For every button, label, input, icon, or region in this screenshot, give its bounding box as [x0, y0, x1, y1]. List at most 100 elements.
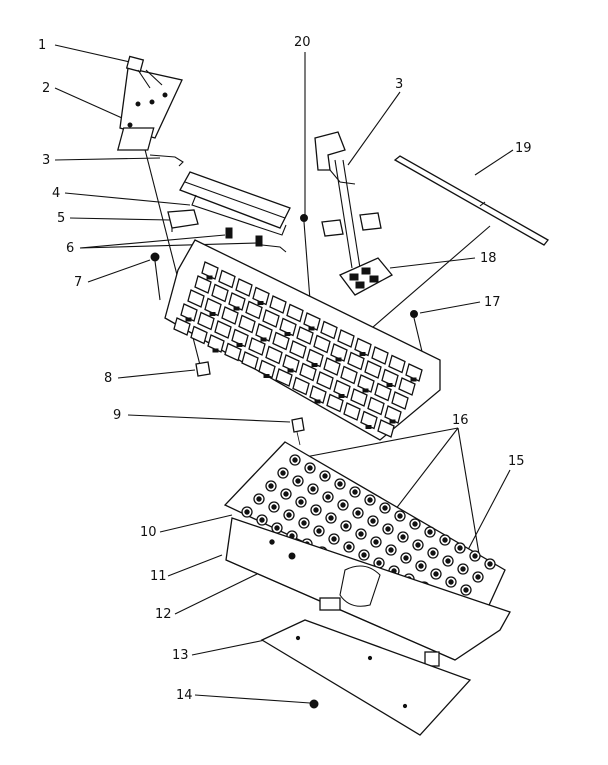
- screw-7: [150, 252, 161, 301]
- keycap: [303, 312, 321, 331]
- keycap: [398, 377, 416, 396]
- callout-15: 15: [508, 454, 525, 469]
- keycap-shadow: [314, 399, 321, 404]
- rubber-dome-center: [322, 473, 328, 479]
- rubber-dome-center: [268, 483, 274, 489]
- rubber-dome-center: [442, 537, 448, 543]
- keycap-shadow: [233, 306, 240, 311]
- keycap: [279, 317, 297, 337]
- keycap: [299, 362, 317, 382]
- keycap: [364, 360, 382, 379]
- keycap: [354, 337, 372, 357]
- base-tray: [225, 517, 511, 667]
- rubber-dome-center: [337, 481, 343, 487]
- callout-2: 2: [42, 81, 50, 96]
- keycap: [330, 343, 348, 362]
- keycap-shadow: [308, 326, 315, 331]
- rubber-dome-center: [403, 555, 409, 561]
- callout-12: 12: [155, 607, 172, 622]
- keycap: [296, 326, 314, 345]
- keycap: [187, 289, 205, 308]
- rubber-dome-center: [472, 553, 478, 559]
- callout-3-right: 3: [395, 77, 403, 92]
- callout-8: 8: [104, 371, 112, 386]
- keycap: [292, 376, 310, 396]
- callout-labels: 1 2 3 3 4 5 6 7 8 9 10 11 12 13 14 15 16…: [38, 35, 532, 703]
- rubber-dome-center: [271, 504, 277, 510]
- rubber-dome-center: [340, 502, 346, 508]
- right-keycaps: [314, 131, 382, 269]
- callout-1: 1: [38, 38, 46, 53]
- keycap: [241, 351, 259, 370]
- keycap-shadow: [236, 343, 243, 347]
- keycap: [235, 278, 253, 297]
- callout-10: 10: [140, 525, 157, 540]
- rubber-dome-center: [325, 494, 331, 500]
- rubber-dome-center: [328, 515, 334, 521]
- keycap: [248, 337, 266, 356]
- keycap: [320, 320, 338, 340]
- keycap-shadow: [257, 301, 264, 305]
- rubber-dome-center: [415, 542, 421, 548]
- keycap: [340, 365, 358, 385]
- callout-16: 16: [452, 413, 469, 428]
- keycap: [323, 357, 341, 376]
- keycap: [194, 275, 212, 294]
- rubber-dome-center: [358, 531, 364, 537]
- keycap-shadow: [359, 352, 366, 356]
- keycap: [238, 314, 256, 334]
- rubber-dome-center: [460, 566, 466, 572]
- keycap-grid: [173, 261, 423, 438]
- keycap-shadow: [365, 425, 372, 429]
- callout-14: 14: [176, 688, 193, 703]
- keycap: [286, 303, 304, 323]
- rubber-dome-center: [331, 536, 337, 542]
- rubber-dome-center: [487, 561, 493, 567]
- clip-9: [291, 417, 305, 446]
- callout-18: 18: [480, 251, 497, 266]
- rubber-dome-center: [361, 552, 367, 558]
- rubber-dome-center: [400, 534, 406, 540]
- keycap: [384, 405, 402, 424]
- keycap: [360, 410, 378, 430]
- switch-block: [338, 257, 394, 296]
- keycap-shadow: [287, 368, 294, 373]
- rubber-dome-center: [376, 560, 382, 566]
- screw-20: [300, 214, 311, 301]
- rubber-dome-center: [310, 486, 316, 492]
- rubber-dome-center: [367, 497, 373, 503]
- keycap: [371, 346, 389, 365]
- rubber-dome-center: [448, 579, 454, 585]
- keycap-shadow: [362, 388, 369, 393]
- keycap: [262, 309, 280, 328]
- keycap: [357, 374, 375, 393]
- keycap: [190, 325, 208, 345]
- keycap: [282, 354, 300, 373]
- rubber-dome-center: [397, 513, 403, 519]
- keycap: [214, 320, 232, 339]
- keycap: [231, 328, 249, 348]
- keycap-shadow: [206, 275, 213, 280]
- keycap: [333, 379, 351, 399]
- rubber-dome-center: [382, 505, 388, 511]
- keycap: [313, 334, 331, 354]
- keycap: [201, 261, 219, 280]
- bottom-plate: [260, 619, 472, 736]
- rubber-dome-center: [259, 517, 265, 523]
- callout-9: 9: [113, 408, 121, 423]
- keycap: [388, 354, 406, 374]
- spring-clip-left: [116, 127, 184, 167]
- keycap: [343, 402, 361, 421]
- keycap: [374, 382, 392, 402]
- rubber-dome-center: [307, 465, 313, 471]
- rubber-dome-center: [418, 563, 424, 569]
- callout-19: 19: [515, 141, 532, 156]
- keycap: [347, 351, 365, 371]
- rubber-dome-center: [274, 525, 280, 531]
- callout-13: 13: [172, 648, 189, 663]
- keycap: [173, 317, 191, 336]
- rubber-dome-center: [301, 520, 307, 526]
- keycap: [350, 388, 368, 407]
- callout-20: 20: [294, 35, 311, 50]
